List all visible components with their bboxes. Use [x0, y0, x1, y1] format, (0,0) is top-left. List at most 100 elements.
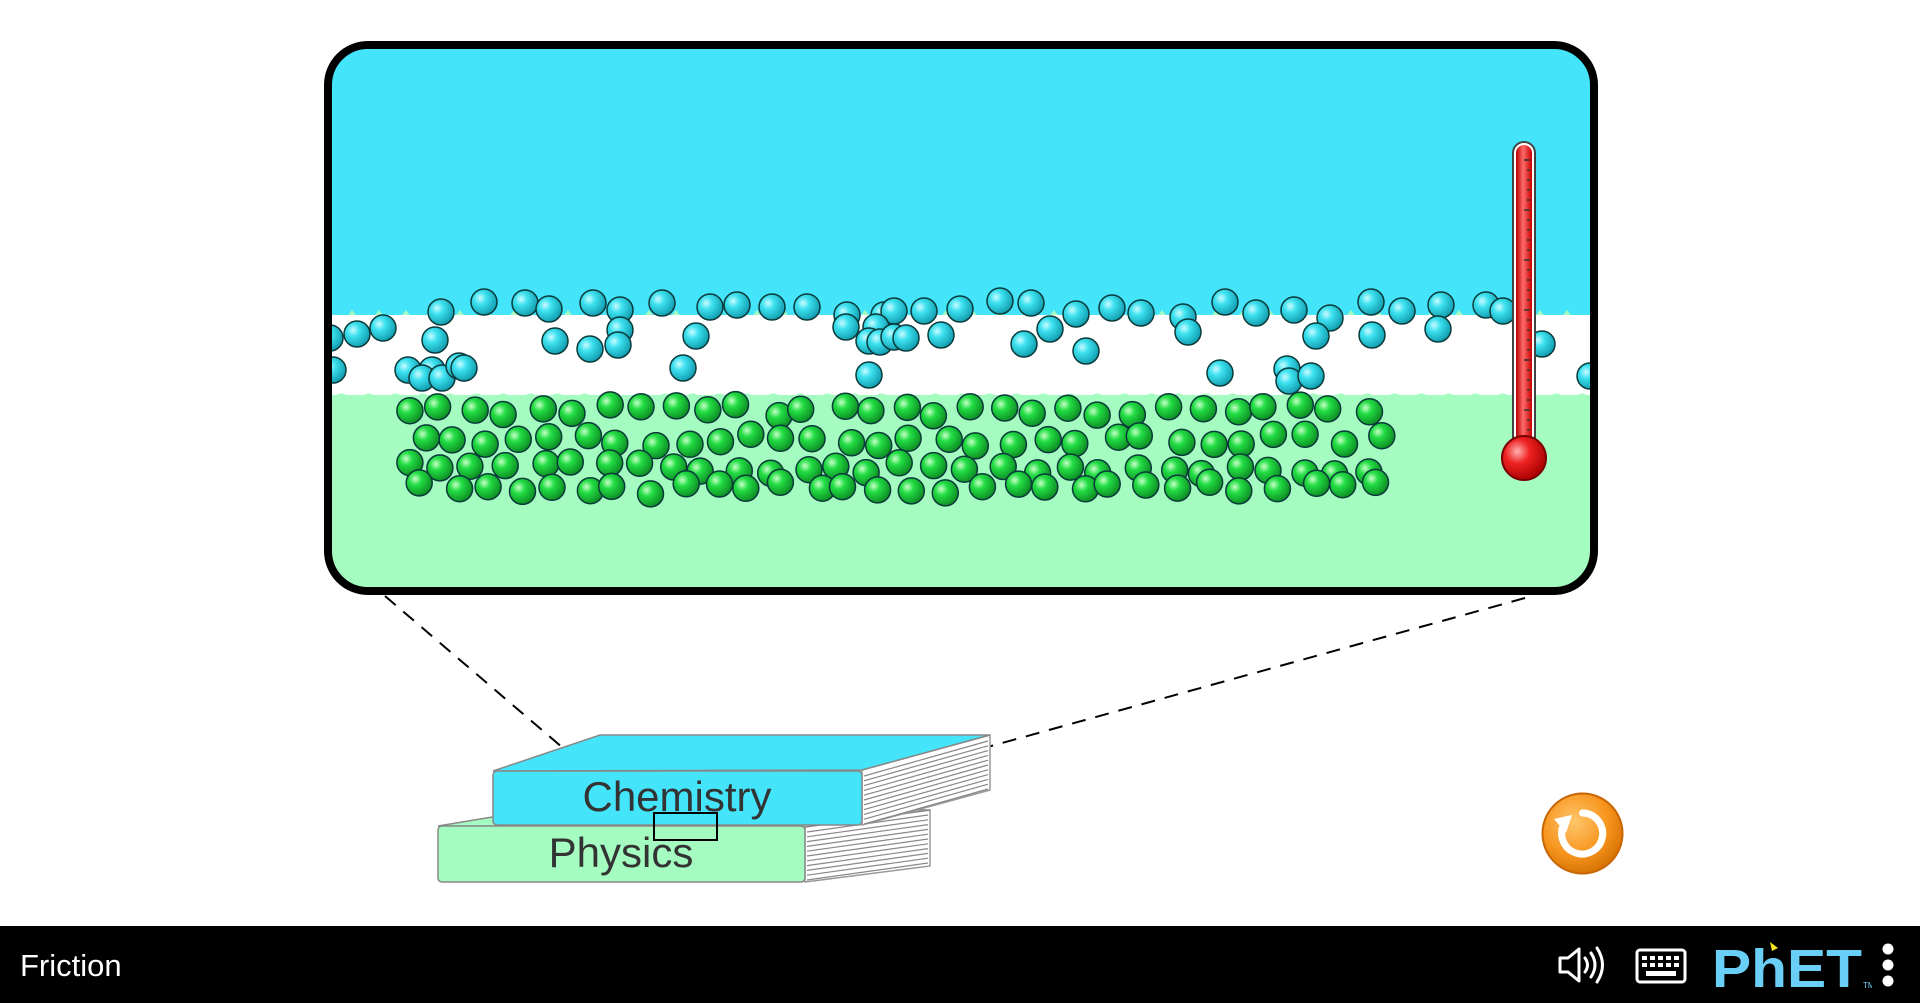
top-atom [910, 297, 938, 325]
bottom-atom [795, 455, 823, 484]
bottom-atom [766, 468, 795, 497]
bottom-atom [1154, 393, 1183, 421]
bottom-atom [1368, 421, 1396, 450]
bottom-atom [1259, 420, 1288, 449]
top-atom [723, 291, 751, 319]
magnifier-target-box [653, 812, 718, 841]
bottom-atom [642, 431, 670, 460]
bottom-atom [1355, 398, 1384, 426]
bottom-atom [396, 396, 424, 425]
top-atom [1098, 294, 1126, 322]
top-atom [470, 288, 498, 316]
top-atom [1174, 318, 1202, 346]
top-atom [1211, 288, 1239, 316]
sound-toggle-button[interactable] [1557, 944, 1609, 986]
top-atom [986, 287, 1014, 315]
bottom-atom [474, 472, 502, 501]
bottom-atom [456, 452, 484, 481]
bottom-atom [1093, 470, 1121, 498]
top-atom [1358, 321, 1386, 349]
bottom-atom [1004, 470, 1033, 498]
top-atom [576, 335, 604, 363]
bottom-atom [672, 470, 700, 498]
bottom-atom [625, 449, 654, 478]
bottom-atom [956, 393, 984, 421]
bottom-atom [1083, 401, 1111, 429]
keyboard-icon [1635, 948, 1687, 984]
bottom-atom [504, 425, 533, 454]
top-atom [696, 293, 724, 321]
bottom-atom [721, 390, 750, 419]
bottom-atom [438, 426, 466, 454]
bottom-atom [676, 430, 704, 459]
navigation-bar: Friction PhET TM [0, 926, 1920, 1003]
top-atom [369, 314, 397, 342]
bottom-atom [1018, 399, 1046, 428]
bottom-atom [857, 396, 885, 425]
top-atom [892, 324, 920, 352]
bottom-atom [732, 474, 760, 503]
bottom-atom [1054, 394, 1082, 422]
top-atom [427, 298, 455, 326]
chemistry-book[interactable]: Chemistry [492, 734, 991, 826]
bottom-atom [1031, 473, 1059, 501]
top-atom [1427, 291, 1455, 319]
bottom-atom [471, 430, 499, 458]
sim-title: Friction [20, 948, 122, 983]
top-atom [758, 293, 786, 321]
bottom-atom [935, 425, 963, 454]
bottom-atom [1328, 470, 1357, 499]
top-atom [450, 354, 478, 382]
top-book-surface [328, 45, 1594, 320]
reset-all-button[interactable] [1540, 791, 1625, 876]
reset-arrow-icon [1554, 809, 1607, 858]
bottom-atom [1227, 430, 1255, 458]
bottom-atom [405, 469, 433, 497]
top-atom [1388, 297, 1416, 325]
bottom-atom [595, 449, 624, 477]
bottom-atom [1200, 430, 1228, 459]
bottom-atom [1313, 395, 1342, 423]
top-atom [1242, 299, 1270, 327]
options-menu-button[interactable] [1878, 942, 1898, 988]
top-atom [946, 295, 974, 323]
play-area: Physics Chemistry [324, 41, 1598, 883]
bottom-atom [636, 480, 665, 508]
bottom-atom [1361, 468, 1390, 497]
bottom-atom [950, 455, 979, 483]
bottom-atom [894, 424, 922, 453]
bottom-atom [1302, 469, 1331, 498]
phet-logo[interactable]: PhET TM [1712, 938, 1875, 999]
bottom-atom [556, 448, 585, 476]
bottom-atom [596, 391, 624, 419]
bottom-atom [968, 472, 997, 501]
bottom-atom [893, 393, 922, 422]
bottom-atom [706, 427, 735, 456]
top-atom [1424, 315, 1452, 343]
bottom-atom [1291, 420, 1319, 449]
bottom-atom [489, 400, 517, 429]
top-atom [1017, 289, 1045, 317]
bottom-atom [990, 394, 1019, 422]
top-atom [1357, 288, 1385, 316]
bottom-atom [423, 393, 452, 421]
top-atom [1072, 337, 1100, 365]
top-atom [343, 320, 371, 348]
svg-text:TM: TM [1863, 981, 1872, 990]
bottom-atom [597, 472, 626, 501]
bottom-atom [831, 392, 860, 421]
bottom-atom [694, 396, 722, 424]
bottom-atom [574, 421, 603, 450]
top-atom [1010, 330, 1038, 358]
bottom-atom [1195, 468, 1224, 497]
bottom-atom [1249, 392, 1277, 421]
magnifier-window [324, 41, 1598, 595]
top-atom [1302, 322, 1330, 350]
bottom-atom [1163, 474, 1192, 502]
top-atom [1297, 362, 1325, 390]
keyboard-help-button[interactable] [1635, 948, 1687, 984]
top-atom [511, 289, 539, 317]
bottom-atom [961, 432, 990, 460]
bottom-atom [508, 477, 537, 506]
bottom-atom [828, 472, 857, 501]
